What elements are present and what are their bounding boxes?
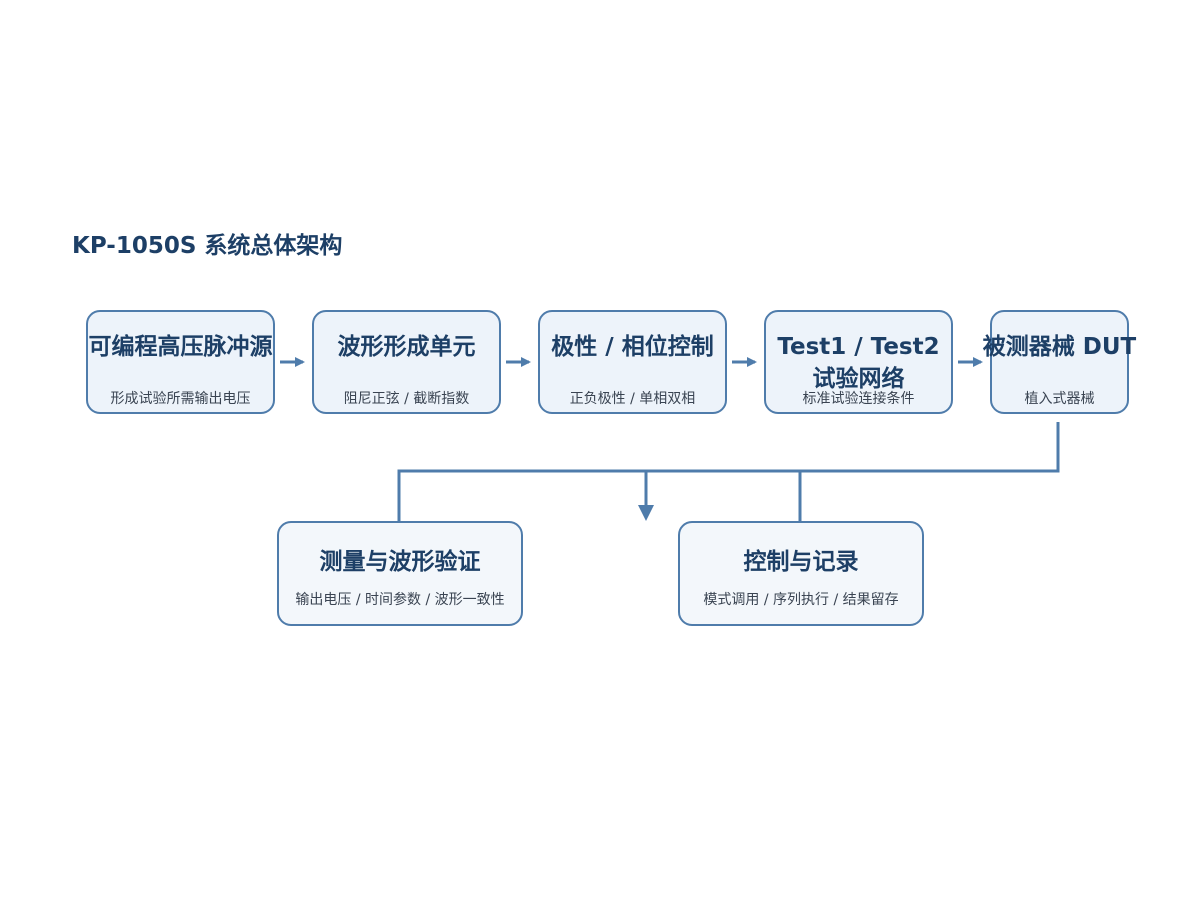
node-polarity-control: 极性 / 相位控制 正负极性 / 单相双相	[538, 310, 727, 414]
node-subtitle: 阻尼正弦 / 截断指数	[343, 391, 470, 407]
node-title-line1: Test1 / Test2	[777, 334, 940, 360]
node-title: 控制与记录	[743, 549, 859, 575]
node-subtitle: 正负极性 / 单相双相	[569, 391, 696, 407]
node-control-record: 控制与记录 模式调用 / 序列执行 / 结果留存	[678, 521, 924, 626]
node-subtitle: 输出电压 / 时间参数 / 波形一致性	[295, 592, 505, 608]
diagram-title: KP-1050S 系统总体架构	[72, 233, 343, 259]
node-title: 测量与波形验证	[319, 549, 481, 575]
node-subtitle: 标准试验连接条件	[802, 391, 915, 407]
dut-to-bus-line	[397, 422, 1060, 521]
down-arrowhead	[638, 505, 654, 521]
node-measurement: 测量与波形验证 输出电压 / 时间参数 / 波形一致性	[277, 521, 523, 626]
node-title: 极性 / 相位控制	[551, 334, 714, 360]
node-subtitle: 模式调用 / 序列执行 / 结果留存	[703, 592, 899, 608]
node-title-line2: 试验网络	[812, 366, 905, 392]
node-dut: 被测器械 DUT 植入式器械	[983, 310, 1136, 414]
node-pulse-source: 可编程高压脉冲源 形成试验所需输出电压	[86, 310, 275, 414]
node-subtitle: 植入式器械	[1024, 391, 1095, 407]
node-title: 被测器械 DUT	[982, 334, 1137, 360]
node-waveform-unit: 波形形成单元 阻尼正弦 / 截断指数	[312, 310, 501, 414]
node-subtitle: 形成试验所需输出电压	[110, 391, 251, 407]
node-title: 波形形成单元	[337, 334, 476, 360]
node-test-network: Test1 / Test2 试验网络 标准试验连接条件	[764, 310, 953, 414]
node-title: 可编程高压脉冲源	[88, 334, 273, 360]
